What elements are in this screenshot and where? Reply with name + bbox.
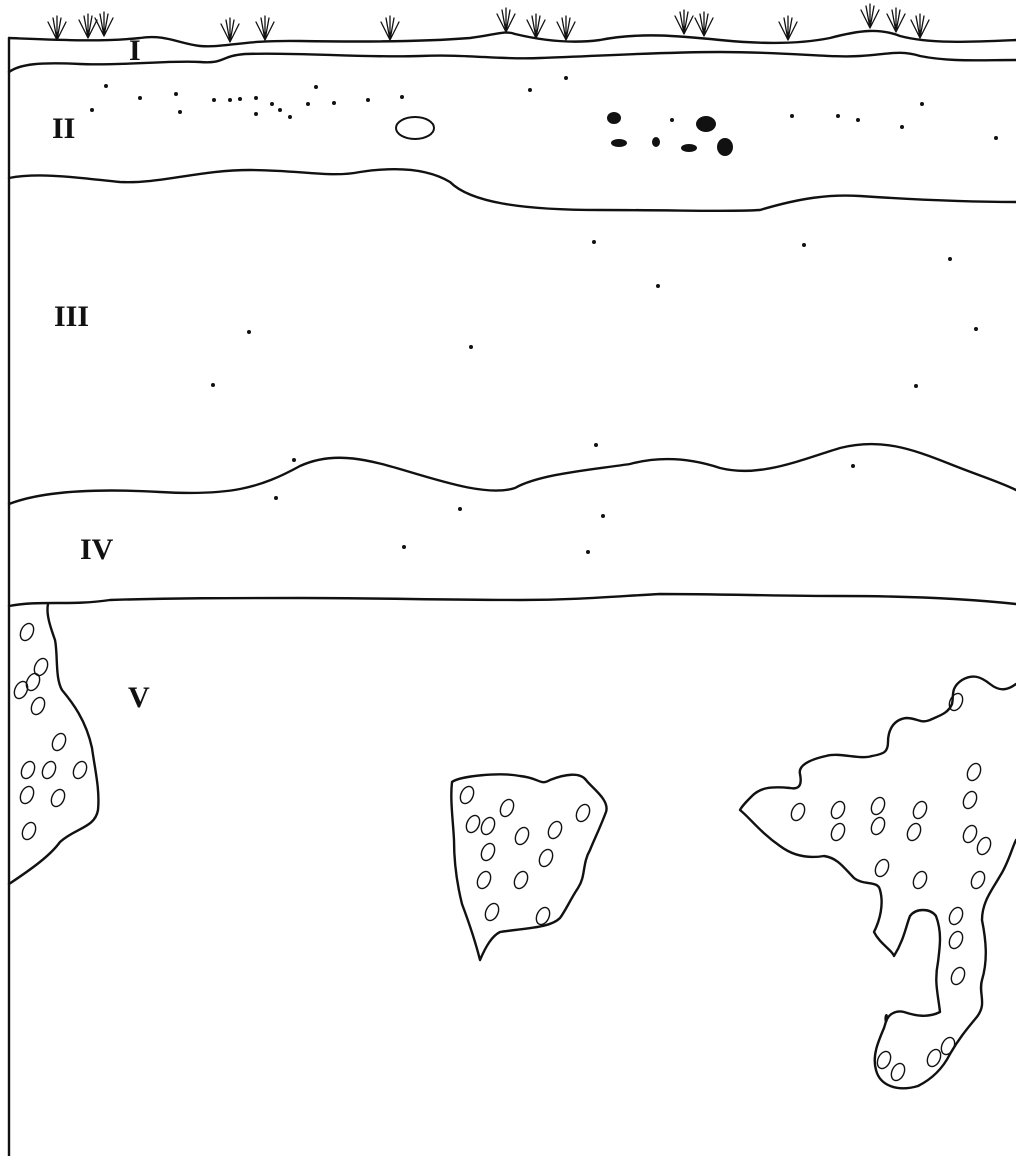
- grass-tuft-icon: [911, 14, 929, 38]
- horizon-label-iii: III: [54, 300, 89, 333]
- grass-tuft-icon: [381, 16, 399, 40]
- gravel-clast: [18, 784, 36, 805]
- boundary-iii-iv: [9, 444, 1016, 504]
- gravel-clast: [19, 759, 37, 780]
- gravel-clast: [969, 869, 987, 890]
- gravel-clast: [939, 1035, 957, 1056]
- horizon-label-iv: IV: [80, 533, 114, 566]
- gravel-clast: [29, 695, 47, 716]
- grass-tuft-icon: [557, 16, 575, 40]
- gravel-clast: [905, 821, 923, 842]
- boundary-i-ii: [9, 52, 1016, 72]
- gravel-clast: [479, 841, 497, 862]
- gravel-clasts: [12, 621, 993, 1082]
- grass-tuft-icon: [527, 14, 545, 38]
- grass-tuft-icon: [861, 4, 879, 28]
- grass-tuft-icon: [675, 10, 693, 34]
- gravel-clast: [40, 759, 58, 780]
- boundary-iv-v: [9, 594, 1016, 606]
- boundary-ii-iii: [9, 169, 1016, 211]
- gravel-clast: [961, 823, 979, 844]
- horizon-label-v: V: [128, 681, 150, 714]
- gravel-clast: [458, 784, 476, 805]
- grass-tuft-icon: [95, 12, 113, 36]
- gravel-clast: [512, 869, 530, 890]
- grass-tuft-icon: [79, 14, 97, 38]
- gravel-clast: [947, 929, 965, 950]
- dark-pebbles: [607, 112, 733, 156]
- ground-surface: [9, 31, 1016, 46]
- gravel-clast: [829, 821, 847, 842]
- gravel-clast: [537, 847, 555, 868]
- gravel-clast: [829, 799, 847, 820]
- gravel-clast: [32, 656, 50, 677]
- gravel-clast: [546, 819, 564, 840]
- gravel-clast: [498, 797, 516, 818]
- gravel-clast: [513, 825, 531, 846]
- grass-tuft-icon: [779, 16, 797, 40]
- gravel-clast: [50, 731, 68, 752]
- gravel-clast: [875, 1049, 893, 1070]
- grass-tuft-icon: [695, 12, 713, 36]
- gravel-clast: [947, 905, 965, 926]
- gravel-clast: [873, 857, 891, 878]
- gravel-clast: [889, 1061, 907, 1082]
- grass-tuft-icon: [48, 16, 66, 40]
- gravel-pocket-center: [451, 774, 606, 960]
- horizon-label-i: I: [129, 34, 141, 67]
- gravel-clast: [18, 621, 36, 642]
- gravel-clast: [49, 787, 67, 808]
- gravel-clast: [869, 795, 887, 816]
- grass-tuft-icon: [887, 8, 905, 32]
- gravel-clast: [965, 761, 983, 782]
- gravel-clast: [71, 759, 89, 780]
- gravel-clast: [961, 789, 979, 810]
- gravel-clast: [475, 869, 493, 890]
- gravel-clast: [12, 679, 30, 700]
- gravel-pocket-right: [740, 677, 1016, 1089]
- open-lens: [396, 117, 434, 139]
- gravel-clast: [483, 901, 501, 922]
- gravel-clast: [20, 820, 38, 841]
- horizon-label-ii: II: [52, 112, 75, 145]
- gravel-clast: [464, 813, 482, 834]
- gravel-clast: [479, 815, 497, 836]
- gravel-clast: [24, 671, 42, 692]
- gravel-clast: [975, 835, 993, 856]
- gravel-clast: [949, 965, 967, 986]
- gravel-clast: [574, 802, 592, 823]
- grass-tuft-icon: [221, 18, 239, 42]
- fine-particles: [90, 76, 998, 554]
- grass-tuft-icon: [256, 16, 274, 40]
- gravel-clast: [789, 801, 807, 822]
- grass-tuft-icon: [497, 8, 515, 32]
- gravel-clast: [925, 1047, 943, 1068]
- gravel-clast: [911, 799, 929, 820]
- gravel-clast: [869, 815, 887, 836]
- gravel-pocket-left: [9, 604, 98, 884]
- gravel-clast: [911, 869, 929, 890]
